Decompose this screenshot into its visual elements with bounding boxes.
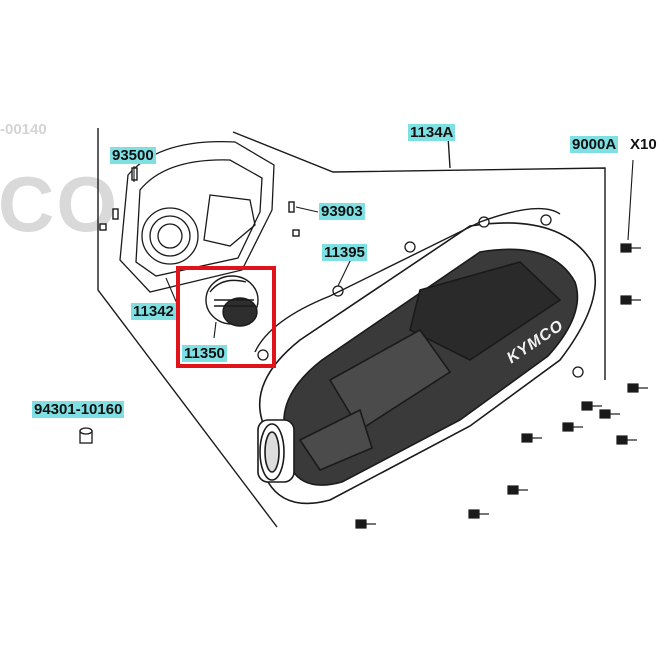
part-label-1134a[interactable]: 1134A (408, 124, 456, 141)
part-quantity-label: X10 (630, 136, 657, 153)
cvt-cover (257, 222, 596, 505)
cap-part-11350 (205, 275, 259, 327)
cover-seal-gasket (254, 207, 561, 353)
part-label-9000a[interactable]: 9000A (570, 136, 619, 153)
selected-part-callout-box (176, 266, 276, 368)
gasket-plate (119, 140, 275, 293)
side-bolts (355, 243, 648, 529)
part-label-11342[interactable]: 11342 (131, 303, 176, 320)
part-label-94301-10160[interactable]: 94301-10160 (32, 401, 125, 418)
part-label-11350[interactable]: 11350 (182, 345, 227, 362)
part-label-11395[interactable]: 11395 (322, 244, 367, 261)
dowel-pin (79, 427, 93, 444)
watermark-partial-code: -00140 (0, 121, 47, 138)
part-label-93500[interactable]: 93500 (110, 147, 156, 164)
assembly-outline (97, 128, 606, 528)
part-label-93903[interactable]: 93903 (319, 203, 365, 220)
